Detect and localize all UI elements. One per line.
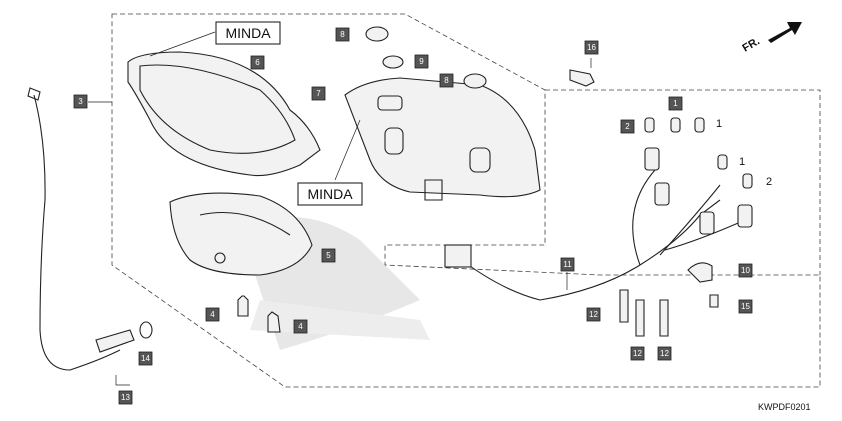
screw-12-c bbox=[659, 299, 669, 337]
callout-8-a: 8 bbox=[335, 27, 350, 42]
case-boss-2 bbox=[384, 127, 404, 155]
screw-4-right bbox=[267, 311, 281, 333]
gasket-8-mid bbox=[463, 73, 487, 89]
meter-knob bbox=[214, 252, 226, 264]
meter-lens bbox=[127, 51, 321, 177]
callout-text: 12 bbox=[633, 349, 642, 358]
meter-case bbox=[344, 77, 541, 198]
bulb-2-left bbox=[644, 117, 655, 133]
callout-text: 1 bbox=[673, 99, 678, 108]
callout-text: 12 bbox=[660, 349, 669, 358]
bulb-1-lower bbox=[717, 154, 728, 170]
screw-4-left bbox=[237, 295, 249, 317]
callout-text: 5 bbox=[326, 251, 331, 260]
callout-10: 10 bbox=[738, 263, 753, 278]
callout-11: 11 bbox=[560, 257, 575, 272]
callout-text: 9 bbox=[419, 57, 424, 66]
callout-text: 4 bbox=[210, 310, 215, 319]
callout-text: 15 bbox=[741, 302, 750, 311]
callout-5: 5 bbox=[321, 248, 336, 263]
bulb-2-lower bbox=[742, 173, 753, 189]
speedometer-cable bbox=[33, 94, 121, 371]
screw-12-a bbox=[619, 289, 629, 323]
gasket-8-top bbox=[365, 26, 389, 42]
fr-arrow-icon bbox=[768, 22, 802, 43]
callout-13: 13 bbox=[118, 390, 133, 405]
callout-12-b: 12 bbox=[630, 346, 645, 361]
inner-outline bbox=[545, 89, 821, 275]
callout-text: 12 bbox=[589, 310, 598, 319]
callout-text: 3 bbox=[78, 97, 83, 106]
assembly-outline bbox=[111, 13, 821, 388]
bulb-1-center bbox=[670, 117, 681, 133]
meter-dial bbox=[199, 212, 291, 236]
callout-1-a: 1 bbox=[668, 96, 683, 111]
callout-4-a: 4 bbox=[205, 307, 220, 322]
plain-label-1-a: 1 bbox=[716, 118, 722, 130]
callout-8-b: 8 bbox=[439, 73, 454, 88]
case-bracket bbox=[424, 179, 443, 201]
screw-12-b bbox=[635, 299, 645, 337]
callout-text: 8 bbox=[340, 30, 345, 39]
socket-a bbox=[644, 147, 660, 171]
callout-text: 6 bbox=[255, 58, 260, 67]
plain-label-1-b: 1 bbox=[739, 156, 745, 168]
case-boss-1 bbox=[377, 95, 403, 111]
minda-text-top: MINDA bbox=[225, 25, 271, 41]
callout-2-a: 2 bbox=[620, 119, 635, 134]
washer-14 bbox=[139, 321, 153, 339]
callout-14: 14 bbox=[138, 351, 153, 366]
meter-lens-inner bbox=[139, 64, 296, 154]
clamp-10 bbox=[687, 262, 713, 283]
callout-16: 16 bbox=[584, 40, 599, 55]
callout-7: 7 bbox=[311, 86, 326, 101]
callout-text: 14 bbox=[141, 354, 150, 363]
drawing-code: KWPDF0201 bbox=[758, 402, 811, 412]
front-direction-marker: FR. bbox=[741, 22, 802, 55]
minda-arrow-top bbox=[149, 31, 216, 57]
harness-branch-3 bbox=[664, 219, 746, 251]
minda-arrow-bottom bbox=[334, 119, 361, 181]
gasket-9 bbox=[382, 55, 404, 69]
harness-branch-1 bbox=[632, 169, 656, 266]
callout-6: 6 bbox=[250, 55, 265, 70]
callout-text: 2 bbox=[625, 122, 630, 131]
callout-12-a: 12 bbox=[586, 307, 601, 322]
socket-b bbox=[654, 182, 670, 206]
minda-label-top: MINDA bbox=[215, 21, 281, 45]
minda-text-bottom: MINDA bbox=[307, 186, 353, 202]
minda-label-bottom: MINDA bbox=[297, 182, 363, 206]
callout-text: 8 bbox=[444, 76, 449, 85]
callout-text: 4 bbox=[298, 322, 303, 331]
callout-9: 9 bbox=[414, 54, 429, 69]
plain-label-2: 2 bbox=[766, 176, 772, 188]
callout-4-b: 4 bbox=[293, 319, 308, 334]
bulb-1-right bbox=[694, 117, 705, 133]
cable-fitting bbox=[95, 329, 135, 353]
callout-text: 10 bbox=[741, 266, 750, 275]
screw-15 bbox=[709, 294, 719, 308]
callout-text: 7 bbox=[316, 89, 321, 98]
socket-c bbox=[699, 211, 715, 235]
wire-harness bbox=[454, 199, 721, 301]
leader-13 bbox=[115, 375, 130, 386]
screw-16 bbox=[569, 69, 595, 87]
callout-text: 13 bbox=[121, 393, 130, 402]
meter-panel bbox=[169, 192, 313, 276]
callout-3: 3 bbox=[73, 94, 88, 109]
callout-15: 15 bbox=[738, 299, 753, 314]
cable-end bbox=[27, 87, 41, 101]
harness-connector bbox=[444, 244, 472, 268]
fr-label: FR. bbox=[741, 35, 762, 54]
callout-text: 16 bbox=[587, 43, 596, 52]
callout-12-c: 12 bbox=[657, 346, 672, 361]
case-boss-3 bbox=[469, 147, 491, 173]
socket-d bbox=[737, 204, 753, 228]
callout-text: 11 bbox=[563, 260, 572, 269]
harness-branch-2 bbox=[659, 184, 721, 256]
